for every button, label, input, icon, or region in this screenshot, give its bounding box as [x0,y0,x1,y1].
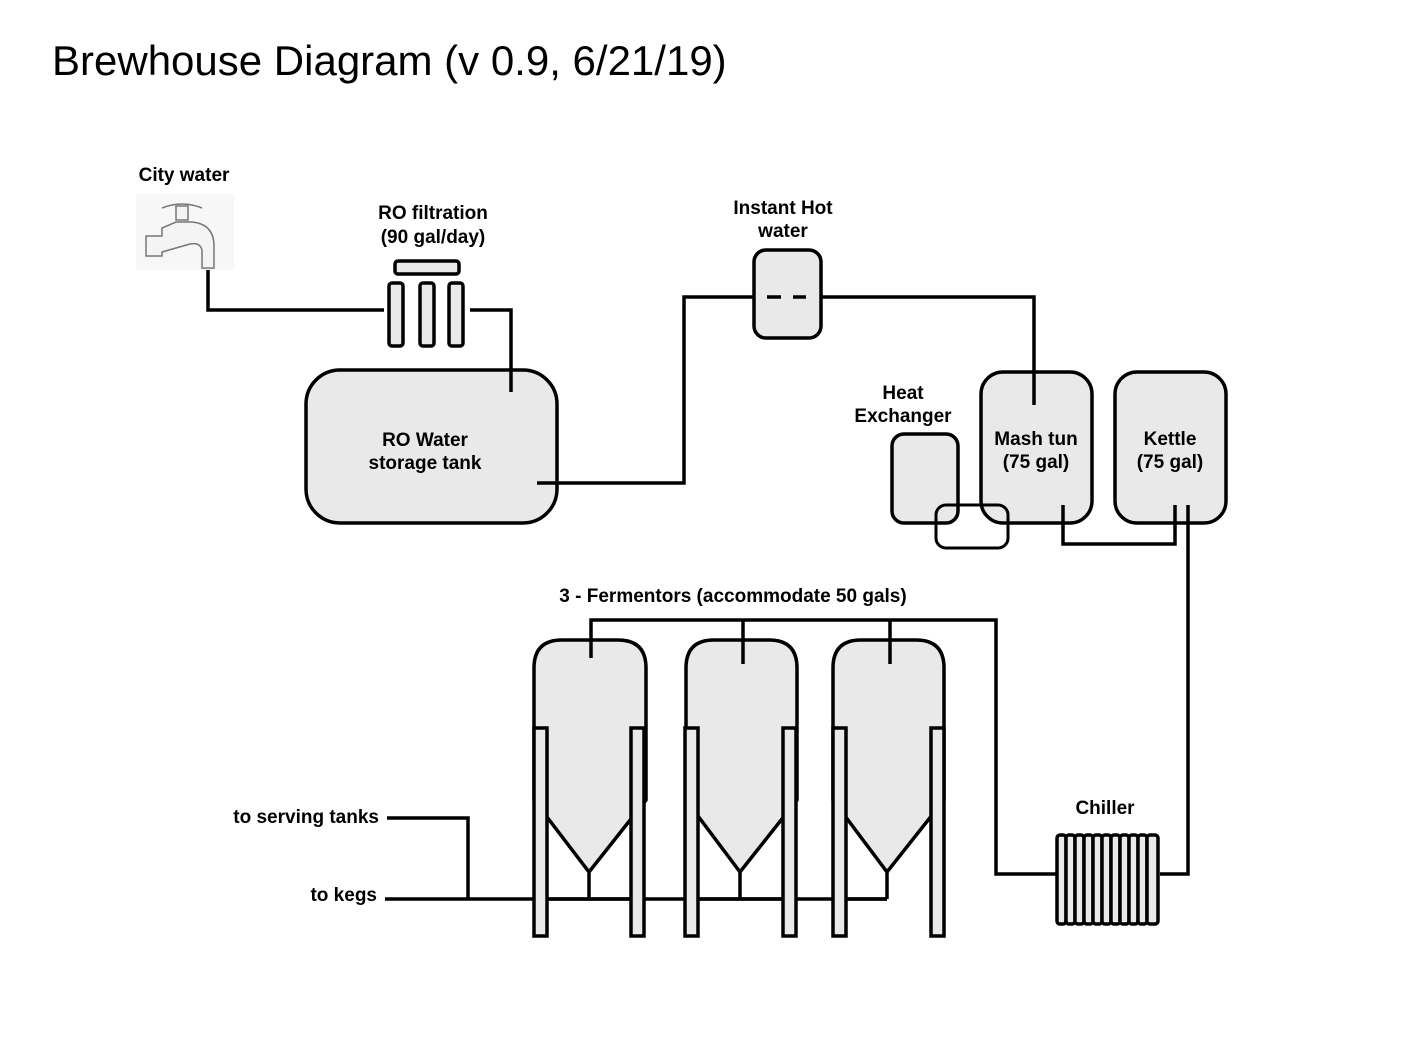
kettle-label-line1: Kettle [1144,429,1197,450]
pipe-kettle-to-chiller [1160,505,1190,876]
instant-hot-label-line2: water [757,221,808,242]
ro-tank-label-line1: RO Water [382,430,468,451]
pipe-chiller-to-fermentors [589,618,1057,876]
ro-filter-icon [387,259,465,348]
fermentor-1 [532,638,648,938]
pipes [206,268,1190,901]
kettle [1113,370,1228,525]
ro-tank-label-line2: storage tank [369,453,482,474]
ro-filtration-label-line2: (90 gal/day) [381,227,486,248]
heat-exchanger [890,432,960,525]
instant-hot-label-line1: Instant Hot [733,198,833,219]
pipe-to-serving-tanks [387,816,470,899]
to-serving-tanks-label: to serving tanks [233,807,379,828]
pipe-ro-filter-to-tank [470,308,513,392]
chiller-label: Chiller [1075,798,1135,819]
pipe-hot-water-to-mash-tun [806,295,1036,405]
heat-exchanger-label-line1: Heat [882,383,924,404]
fermentor-2 [683,638,799,938]
city-water-label: City water [139,165,230,186]
pipe-tank-to-hot-water [537,295,767,485]
ro-water-storage-tank [304,368,559,525]
kettle-label-line2: (75 gal) [1137,452,1204,473]
pipe-city-to-ro-filter [206,268,384,312]
to-kegs-label: to kegs [310,885,377,906]
chiller-coil-icon [1055,833,1160,926]
fermentors-label: 3 - Fermentors (accommodate 50 gals) [559,586,906,607]
page-title: Brewhouse Diagram (v 0.9, 6/21/19) [52,37,727,84]
fermentor-3 [831,638,946,938]
mash-tun-label-line1: Mash tun [994,429,1077,450]
pipe-kettle-ports [1173,505,1190,523]
heat-exchanger-loop [934,503,1010,550]
mash-tun [979,370,1094,525]
heat-exchanger-label-line2: Exchanger [854,406,952,427]
ro-filtration-label-line1: RO filtration [378,203,488,224]
faucet-icon [136,194,234,270]
mash-tun-label-line2: (75 gal) [1003,452,1070,473]
instant-hot-water-unit [752,248,823,340]
